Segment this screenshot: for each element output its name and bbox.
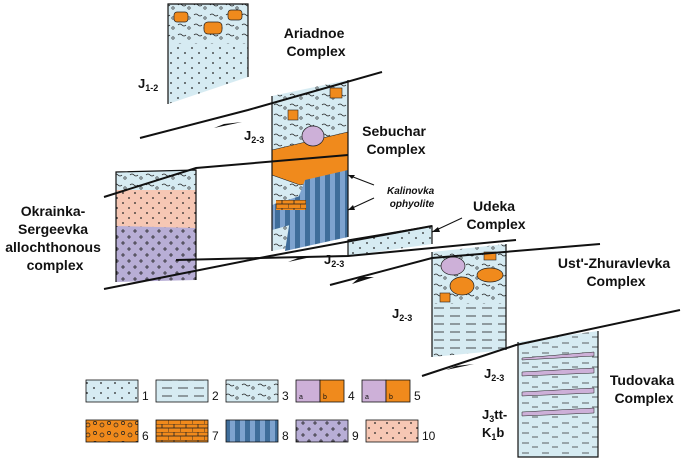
age-label-j2-3-zhuravlevka: J2-3 — [392, 306, 412, 323]
age-label-j3tt-k1b: J3tt- K1b — [482, 407, 511, 442]
column-ust-zhuravlevka — [431, 244, 507, 357]
legend-swatch-5b — [385, 379, 411, 403]
legend-4-b: b — [323, 394, 327, 401]
ophiolite-pointers — [347, 174, 463, 233]
legend-number-7: 7 — [212, 429, 219, 443]
thrust-arrow-2 — [288, 256, 316, 262]
age-label-j2-3-tudovaka: J2-3 — [484, 366, 504, 383]
legend-number-10: 10 — [422, 429, 436, 443]
fault-line-4 — [175, 239, 517, 261]
label-ust-zhuravlevka-complex: Ust'-Zhuravlevka Complex — [558, 255, 674, 289]
legend-5-a: a — [365, 394, 369, 401]
age-label-j2-3-sebuchar: J2-3 — [244, 128, 264, 145]
label-tudovaka-complex: Tudovaka Complex — [610, 372, 678, 406]
label-udeka-complex: Udeka Complex — [466, 198, 525, 232]
legend-swatch-1 — [85, 379, 139, 403]
legend-swatch-9 — [295, 419, 349, 443]
legend-number-3: 3 — [282, 389, 289, 403]
legend-4-a: a — [299, 394, 303, 401]
age-label-j1-2: J1-2 — [138, 76, 158, 93]
column-ariadnoe — [167, 3, 249, 104]
thrust-arrow-1 — [214, 122, 242, 128]
legend-number-2: 2 — [212, 389, 219, 403]
fault-line-2 — [103, 154, 349, 198]
fault-line-1 — [139, 71, 383, 139]
legend-swatch-7 — [155, 419, 209, 443]
label-ariadnoe-complex: Ariadnoe Complex — [284, 25, 349, 59]
column-sebuchar — [271, 80, 349, 251]
legend-number-1: 1 — [142, 389, 149, 403]
column-okrainka-sergeevka — [115, 169, 197, 282]
legend-number-6: 6 — [142, 429, 149, 443]
fault-line-5 — [329, 243, 601, 286]
legend-swatch-10 — [365, 419, 419, 443]
legend-number-8: 8 — [282, 429, 289, 443]
legend-swatch-6 — [85, 419, 139, 443]
legend-5-b: b — [389, 394, 393, 401]
label-okrainka-complex: Okrainka- Sergeevka allochthonous comple… — [5, 203, 105, 273]
fault-line-6 — [421, 309, 681, 377]
legend-swatch-2 — [155, 379, 209, 403]
legend: 1 2 3 a b 4 a b 5 6 7 8 9 10 — [85, 379, 436, 443]
fault-line-3 — [103, 225, 433, 290]
thrust-arrow-4 — [446, 364, 474, 370]
legend-swatch-3 — [225, 379, 279, 403]
legend-number-9: 9 — [352, 429, 359, 443]
thrust-faults — [103, 71, 681, 377]
legend-swatch-8 — [225, 419, 279, 443]
label-kalinovka-ophiolite: Kalinovka ophyolite — [387, 186, 437, 210]
column-tudovaka — [517, 331, 599, 458]
label-sebuchar-complex: Sebuchar Complex — [362, 123, 430, 157]
legend-number-5: 5 — [414, 389, 421, 403]
legend-swatch-4b — [319, 379, 345, 403]
thrust-arrow-3 — [352, 277, 374, 284]
age-label-j2-3-udeka: J2-3 — [324, 252, 344, 269]
legend-number-4: 4 — [348, 389, 355, 403]
